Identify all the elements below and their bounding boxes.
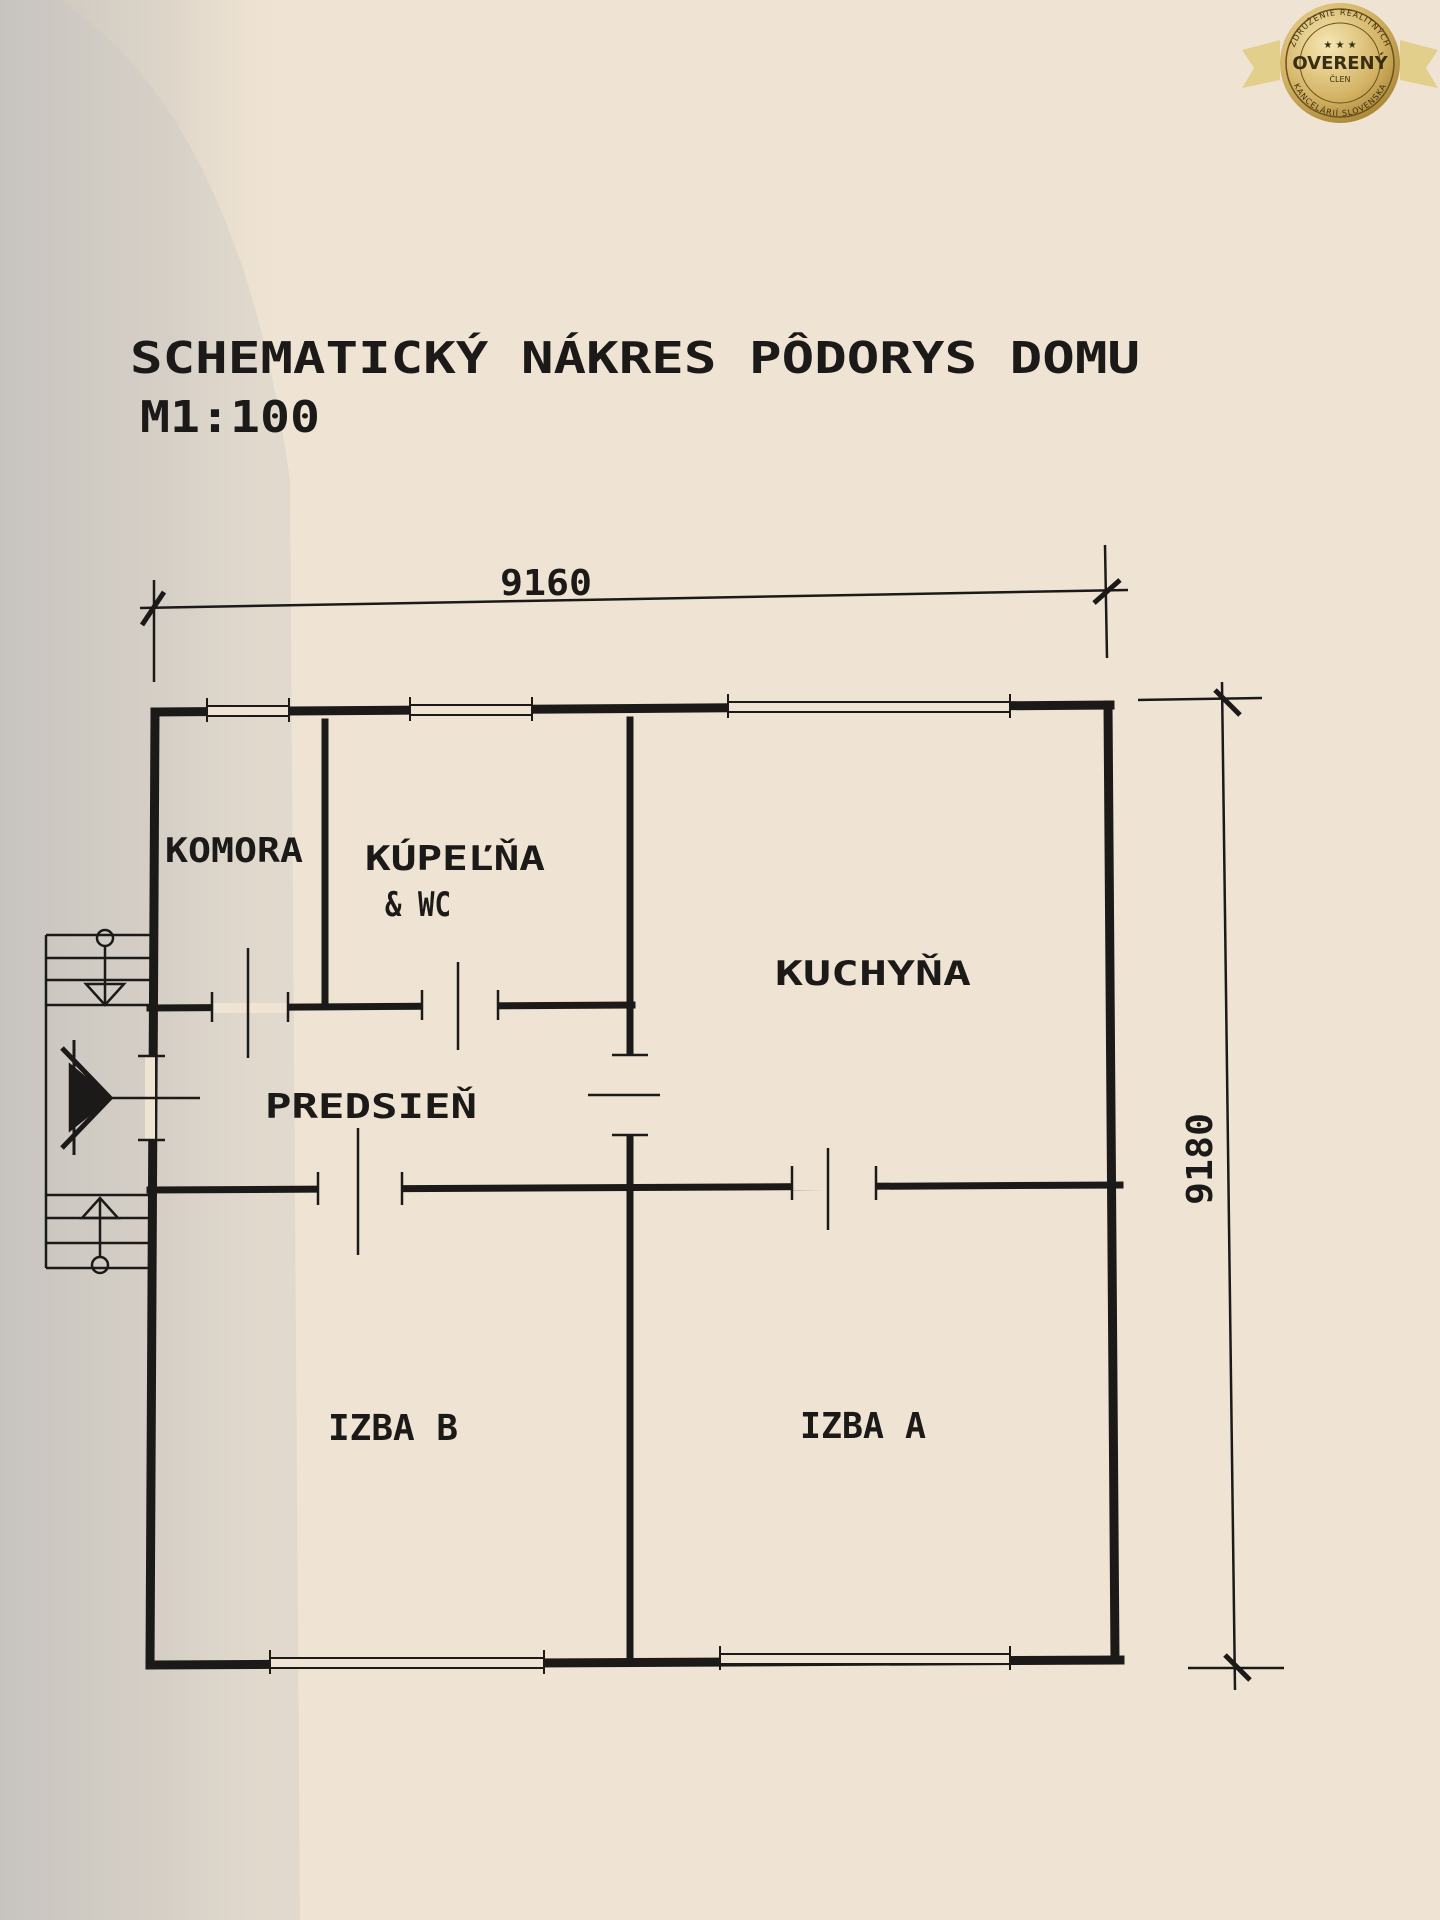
dimension-width <box>139 544 1129 682</box>
seal-ribbon-right <box>1400 40 1438 88</box>
room-label-izba-b: IZBA B <box>328 1408 458 1449</box>
room-label-kupelna-wc: & WC <box>385 885 451 925</box>
seal-stars-icon: ★ ★ ★ <box>1323 40 1356 51</box>
dimension-height-label: 9180 <box>1180 1113 1221 1205</box>
room-label-predsien: PREDSIEŇ <box>265 1086 477 1127</box>
seal-sub-text: ČLEN <box>1329 73 1350 84</box>
windows <box>206 694 1011 1674</box>
drawing-title: SCHEMATICKÝ NÁKRES PÔDORYS DOMU <box>130 331 1140 384</box>
room-label-komora: KOMORA <box>165 831 303 871</box>
dimension-width-label: 9160 <box>500 563 592 604</box>
verified-member-seal: ZDRUŽENIE REALITNÝCH KANCELÁRIÍ SLOVENSK… <box>1242 3 1438 123</box>
drawing-scale: M1:100 <box>140 392 320 443</box>
entrance-steps <box>44 928 150 1275</box>
doors <box>110 948 878 1255</box>
room-label-kupelna: KÚPEĽŇA <box>365 838 545 879</box>
room-label-kuchyna: KUCHYŇA <box>775 953 971 994</box>
seal-ribbon-left <box>1242 40 1280 88</box>
room-label-izba-a: IZBA A <box>800 1406 926 1447</box>
seal-disc <box>1280 3 1400 123</box>
seal-main-text: OVERENÝ <box>1292 52 1388 74</box>
dimension-height <box>1137 681 1284 1691</box>
